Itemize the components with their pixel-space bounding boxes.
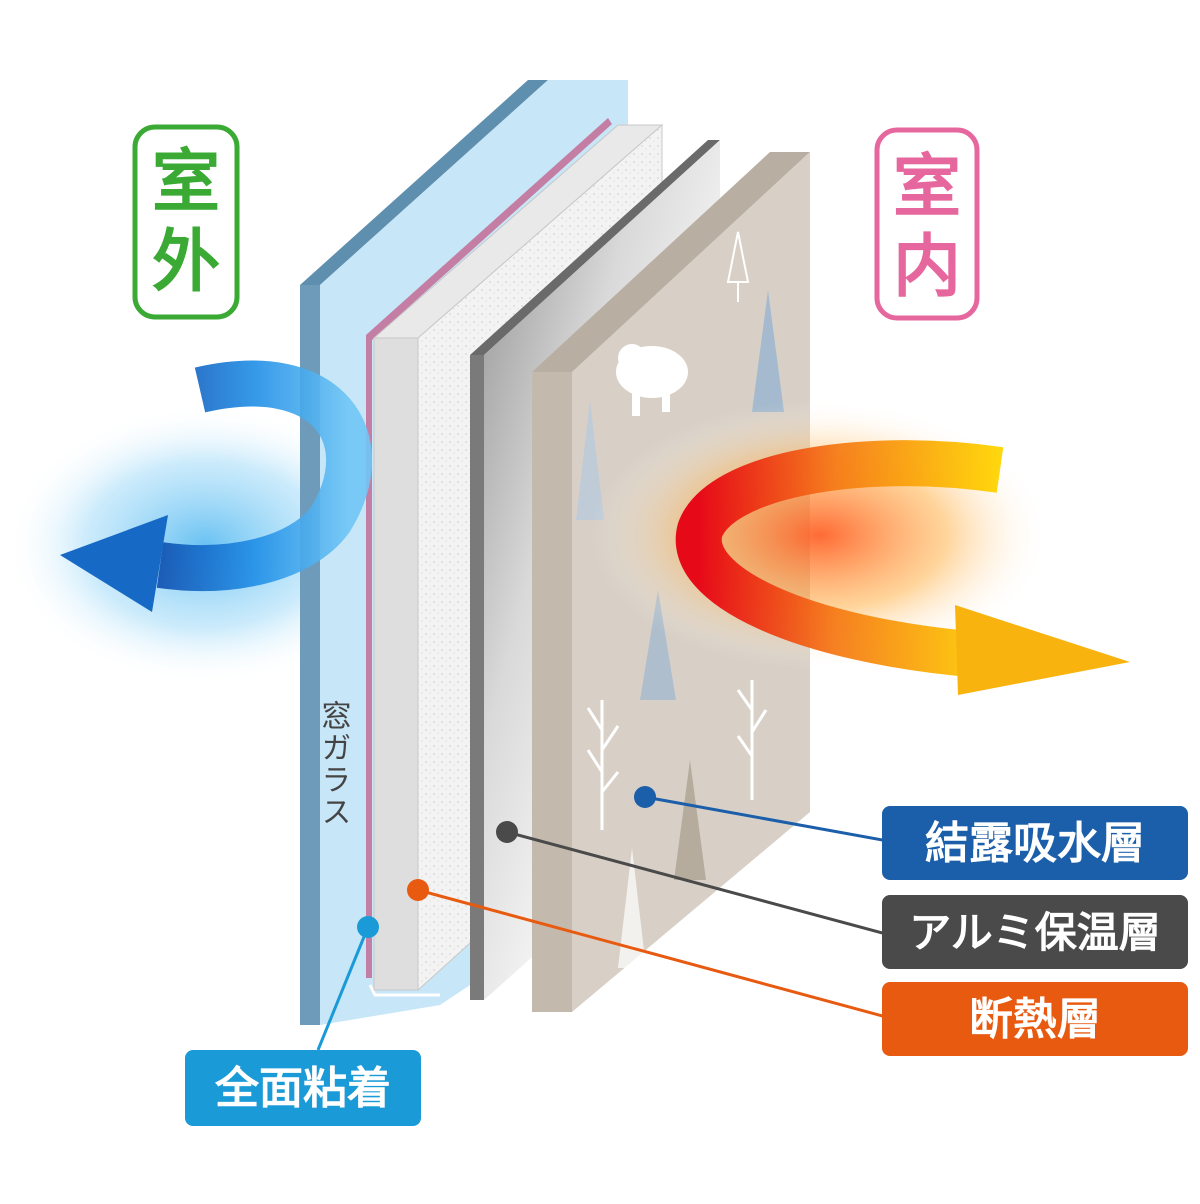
outdoor-badge: 室 外 <box>132 124 240 320</box>
warm-air-arrow <box>675 440 1130 695</box>
glass-label: 窓ガラス <box>316 700 351 828</box>
leader-lines <box>316 786 911 1051</box>
polar-bear-icon <box>616 344 688 416</box>
callout-adhesive: 全面粘着 <box>185 1050 421 1126</box>
callout-aluminum: アルミ保温層 <box>882 895 1188 969</box>
indoor-label-2: 内 <box>893 228 961 307</box>
adhesive-dot <box>357 916 379 938</box>
indoor-badge: 室 内 <box>874 127 980 321</box>
cold-air-arrow <box>60 360 372 612</box>
callout-condensation: 結露吸水層 <box>882 806 1188 880</box>
outdoor-label-2: 外 <box>152 223 220 302</box>
indoor-label-1: 室 <box>893 148 961 227</box>
condensation-dot <box>634 786 656 808</box>
callout-adhesive-text: 全面粘着 <box>214 1063 391 1114</box>
callout-insulation: 断熱層 <box>882 982 1188 1056</box>
insulation-dot <box>407 879 429 901</box>
fabric-pattern <box>576 231 784 968</box>
callout-condensation-text: 結露吸水層 <box>925 818 1145 869</box>
aluminum-dot <box>496 821 518 843</box>
outdoor-label-1: 室 <box>152 143 220 222</box>
callout-aluminum-text: アルミ保温層 <box>909 908 1161 957</box>
callout-insulation-text: 断熱層 <box>969 994 1101 1045</box>
